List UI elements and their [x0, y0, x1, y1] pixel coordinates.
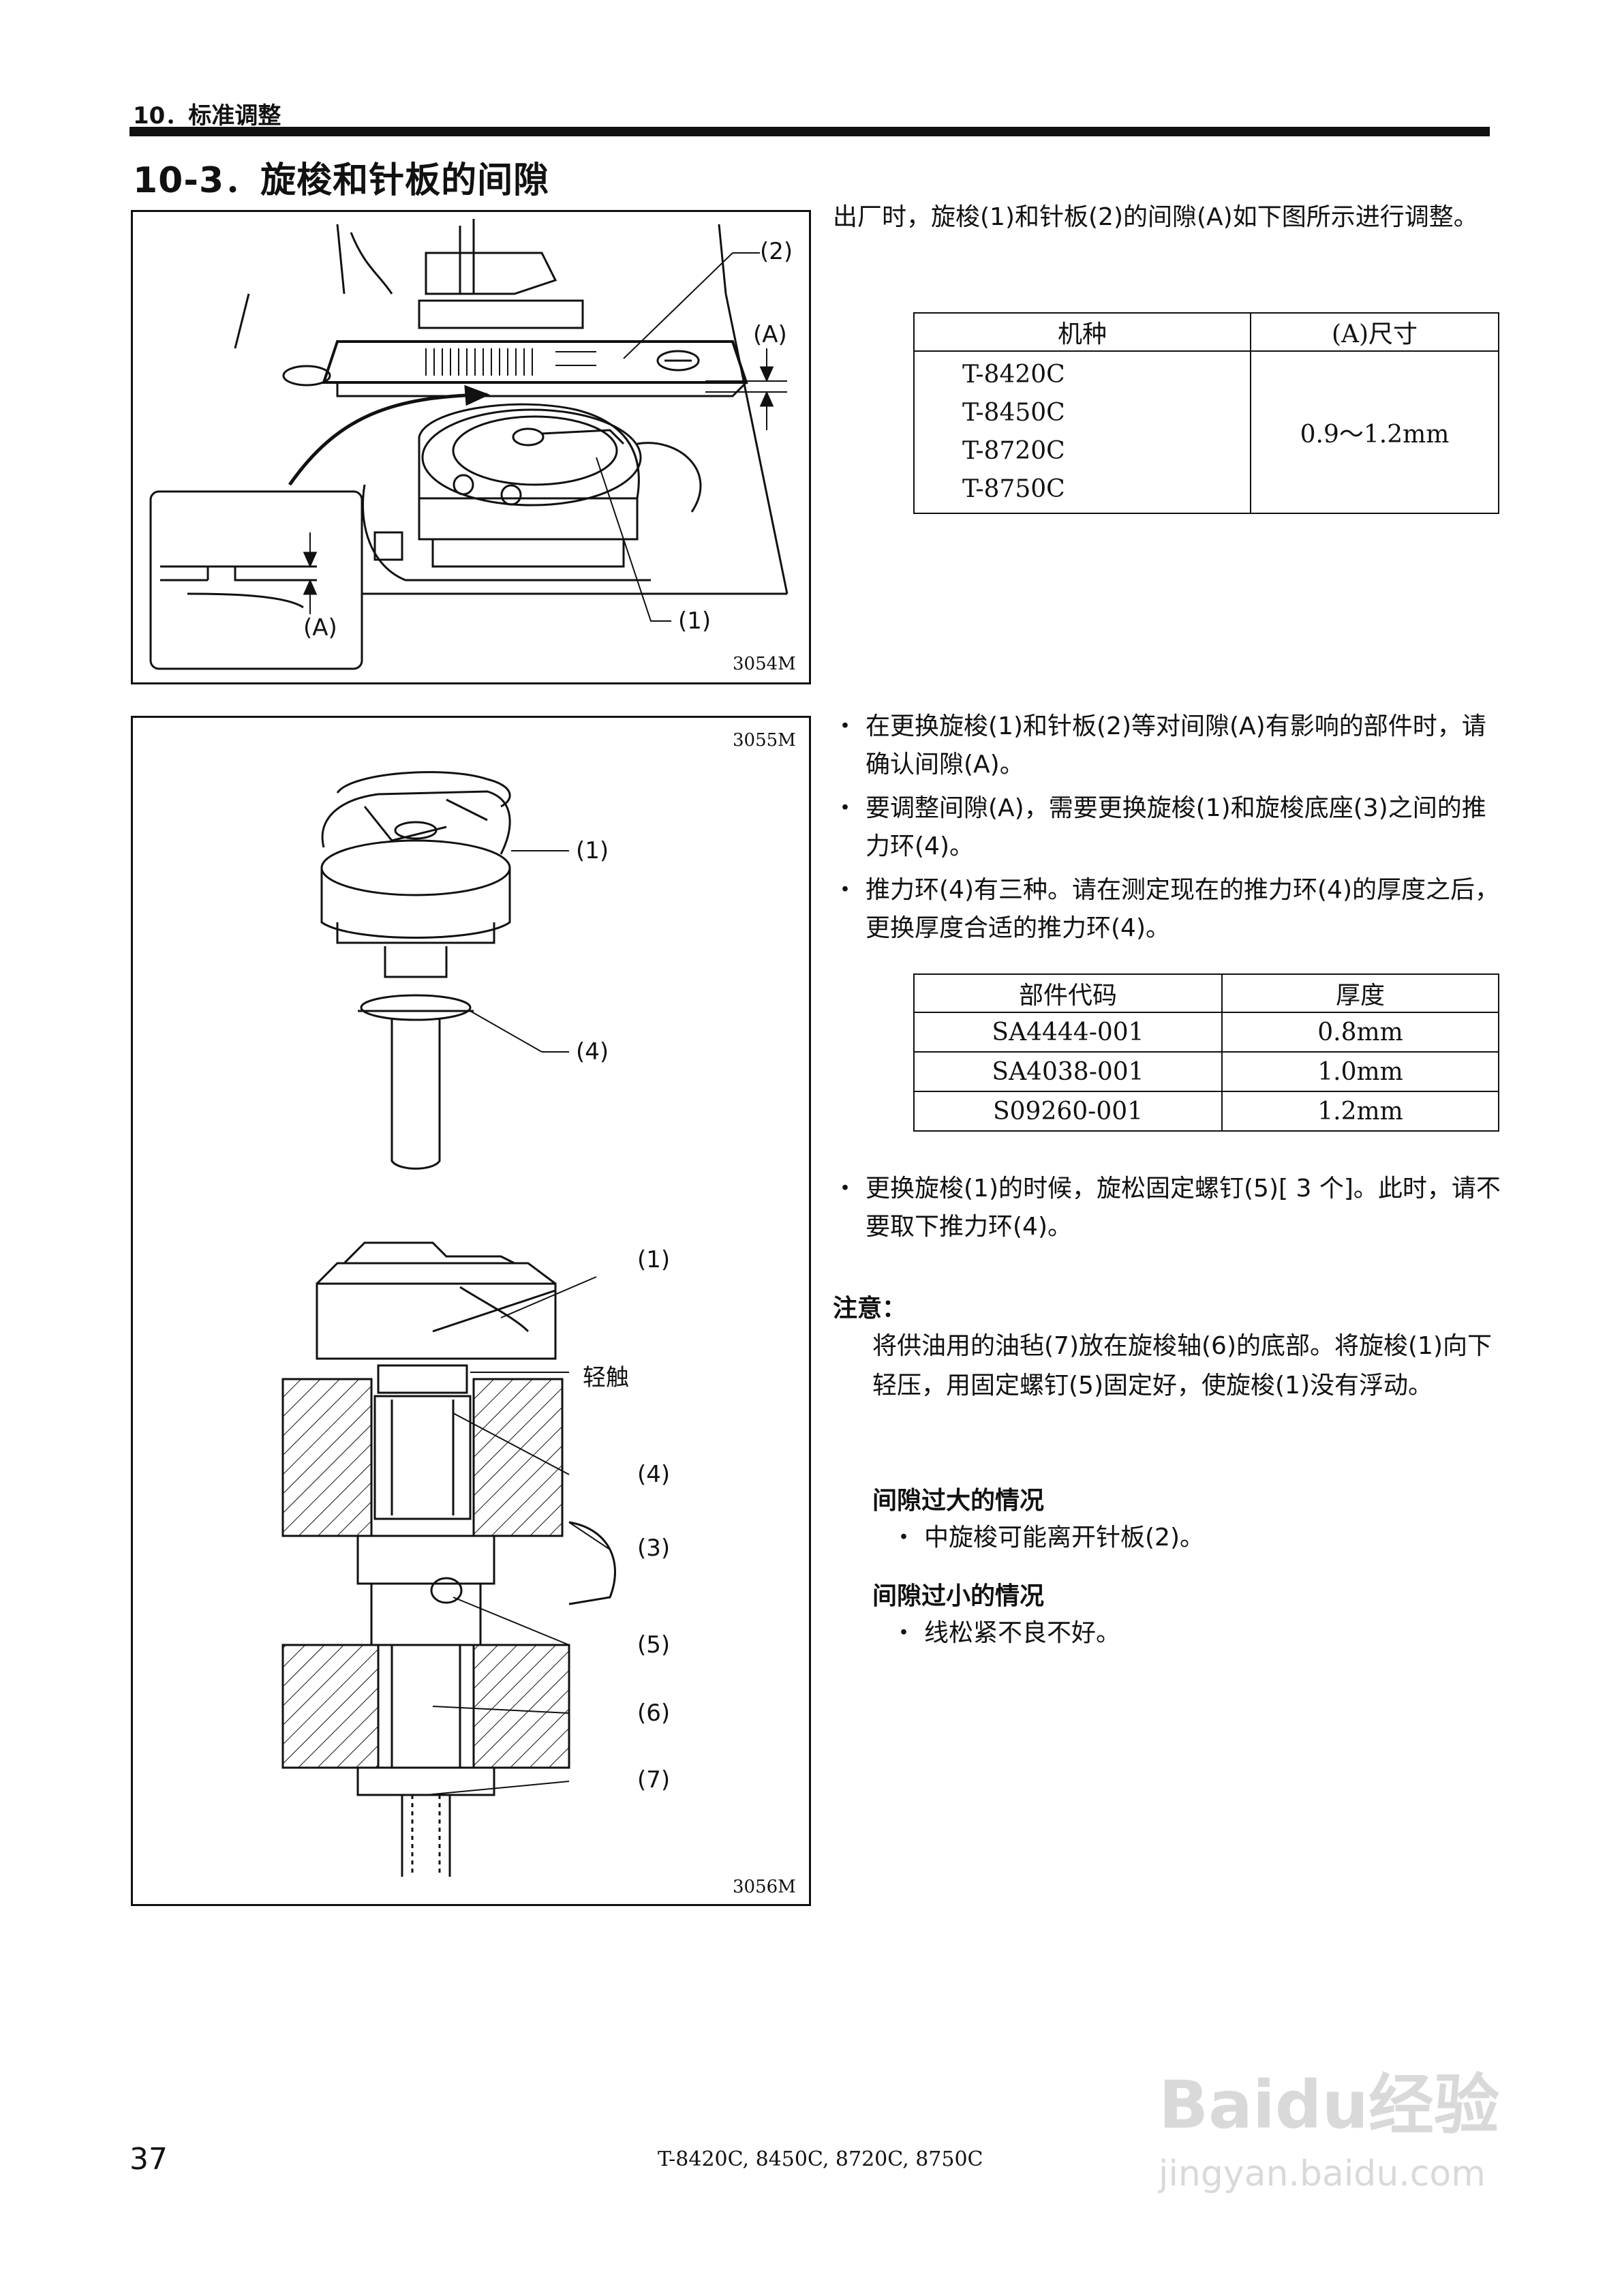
figure-code: 3055M: [733, 730, 796, 751]
note-text: 将供油用的油毡(7)放在旋梭轴(6)的底部。将旋梭(1)向下轻压，用固定螺钉(5…: [872, 1332, 1492, 1400]
table-header-thickness: 厚度: [1221, 973, 1499, 1013]
label-thrust-ring-lower: (4): [637, 1461, 671, 1488]
model-item: T-8750C: [962, 475, 1065, 503]
table-header-model: 机种: [913, 312, 1251, 352]
label-hook: (1): [678, 607, 711, 635]
watermark-logo: Baidu经验: [1159, 2067, 1499, 2143]
label-gap-a: (A): [753, 321, 787, 348]
list-item: ・在更换旋梭(1)和针板(2)等对间隙(A)有影响的部件时，请确认间隙(A)。: [833, 708, 1508, 784]
table-header-gap: (A)尺寸: [1250, 312, 1499, 352]
gap-value: 0.9～1.2mm: [1250, 350, 1499, 514]
watermark: Baidu经验 jingyan.baidu.com: [1159, 2052, 1581, 2194]
intro-paragraph: 出厂时，旋梭(1)和针板(2)的间隙(A)如下图所示进行调整。: [833, 203, 1478, 231]
screw-note: ・更换旋梭(1)的时候，旋松固定螺钉(5)[ 3 个]。此时，请不要取下推力环(…: [833, 1170, 1508, 1252]
bullet-symbol: ・: [891, 1524, 917, 1552]
label-hook-lower: (1): [637, 1246, 671, 1273]
page-number: 37: [129, 2142, 168, 2177]
list-item: ・更换旋梭(1)的时候，旋松固定螺钉(5)[ 3 个]。此时，请不要取下推力环(…: [833, 1170, 1508, 1246]
hook-thrust-ring-illustration: [281, 771, 616, 1877]
figure-code: 3056M: [733, 1877, 796, 1897]
label-oil-felt: (7): [637, 1766, 671, 1794]
replacement-notes: ・在更换旋梭(1)和针板(2)等对间隙(A)有影响的部件时，请确认间隙(A)。 …: [833, 708, 1508, 953]
table-row: S09260-001 1.2mm: [913, 1091, 1499, 1132]
list-item: ・线松紧不良不好。: [891, 1614, 1505, 1652]
label-set-screw: (5): [637, 1631, 671, 1659]
model-item: T-8450C: [962, 399, 1065, 427]
label-needle-plate: (2): [760, 238, 793, 265]
figure-hook-gap: (2) (A) (A) (1) 3054M: [131, 210, 811, 684]
header-rule: [129, 127, 1490, 136]
model-item: T-8420C: [962, 361, 1065, 389]
bullet-symbol: ・: [891, 1619, 917, 1647]
table-header-part-code: 部件代码: [913, 973, 1223, 1013]
bullet-symbol: ・: [833, 1175, 858, 1203]
gap-small-list: ・线松紧不良不好。: [891, 1614, 1505, 1658]
watermark-url: jingyan.baidu.com: [1159, 2154, 1486, 2194]
table-row: SA4038-001 1.0mm: [913, 1051, 1499, 1092]
gap-large-list: ・中旋梭可能离开针板(2)。: [891, 1519, 1505, 1562]
figure-hook-assembly: 3055M: [131, 716, 811, 1906]
label-light-touch: 轻触: [583, 1364, 629, 1391]
bullet-symbol: ・: [833, 794, 858, 822]
label-hook-base: (3): [637, 1535, 671, 1562]
label-hook: (1): [576, 837, 609, 864]
gap-small-title: 间隙过小的情况: [872, 1582, 1045, 1610]
model-item: T-8720C: [962, 437, 1065, 465]
hook-needle-plate-illustration: [149, 219, 789, 670]
chapter-header: 10．标准调整: [133, 102, 281, 130]
footer-models: T-8420C, 8450C, 8720C, 8750C: [658, 2147, 983, 2171]
label-gap-a-inset: (A): [303, 614, 337, 641]
table-row: SA4444-001 0.8mm: [913, 1012, 1499, 1053]
label-thrust-ring: (4): [576, 1038, 609, 1066]
label-hook-shaft: (6): [637, 1700, 671, 1727]
list-item: ・推力环(4)有三种。请在测定现在的推力环(4)的厚度之后，更换厚度合适的推力环…: [833, 871, 1508, 948]
gap-large-title: 间隙过大的情况: [872, 1487, 1045, 1515]
list-item: ・要调整间隙(A)，需要更换旋梭(1)和旋梭底座(3)之间的推力环(4)。: [833, 789, 1508, 866]
figure-code: 3054M: [733, 654, 796, 674]
model-list: T-8420C T-8450C T-8720C T-8750C: [913, 350, 1251, 514]
note-title: 注意：: [833, 1295, 907, 1323]
list-item: ・中旋梭可能离开针板(2)。: [891, 1519, 1505, 1557]
section-title: 10-3．旋梭和针板的间隙: [133, 160, 550, 201]
bullet-symbol: ・: [833, 876, 858, 904]
gap-spec-table: 机种 (A)尺寸 T-8420C T-8450C T-8720C T-8750C…: [913, 312, 1499, 514]
bullet-symbol: ・: [833, 712, 858, 740]
thrust-ring-table: 部件代码 厚度 SA4444-001 0.8mm SA4038-001 1.0m…: [913, 973, 1499, 1132]
